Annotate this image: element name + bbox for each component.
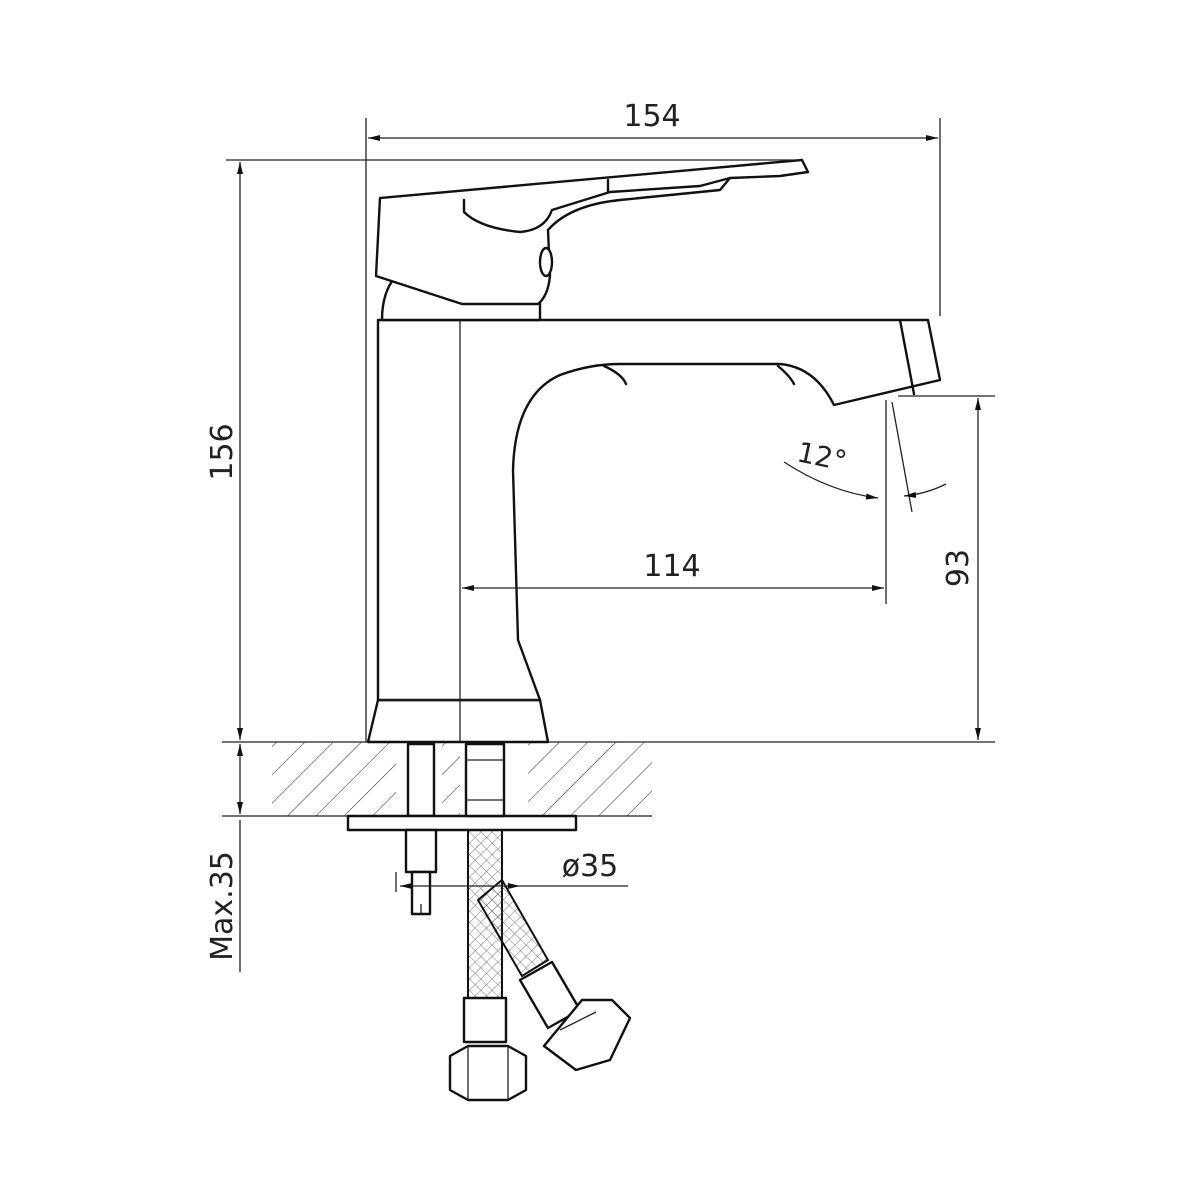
hole-diameter-label: ø35 xyxy=(562,849,619,884)
angled-hose xyxy=(476,878,550,978)
spout-reach-label: 114 xyxy=(643,549,700,584)
mounting-hardware xyxy=(346,742,578,916)
dimension-countertop: Max.35 xyxy=(205,744,243,972)
mounting-nut xyxy=(404,828,438,874)
angled-hose-nut xyxy=(542,998,632,1072)
threaded-stud xyxy=(406,742,436,818)
spout-height-label: 93 xyxy=(941,549,976,587)
spout-tip-line xyxy=(898,318,916,396)
faucet-base xyxy=(366,698,550,744)
overall-width-label: 154 xyxy=(623,99,680,134)
dimension-spout-height: 93 xyxy=(898,395,995,740)
spout-angle-label: 12° xyxy=(794,435,849,478)
lever-handle xyxy=(374,158,810,306)
straight-hose-ferrule xyxy=(462,996,508,1044)
handle-pivot xyxy=(538,246,554,278)
overall-height-label: 156 xyxy=(205,423,240,480)
angle-arc-right xyxy=(903,483,947,498)
spout-inner-edge-2 xyxy=(776,364,796,386)
dimension-spout-angle: 12° xyxy=(783,401,947,513)
faucet-body xyxy=(366,270,942,744)
mounting-plate xyxy=(346,814,578,832)
dimension-spout-reach: 114 xyxy=(462,400,887,604)
dimension-overall-height: 156 xyxy=(205,159,800,740)
handle-lever xyxy=(374,158,810,306)
supply-hoses xyxy=(448,742,632,1102)
countertop xyxy=(222,741,995,817)
straight-hose-nut xyxy=(448,1044,528,1102)
dimension-hole-diameter: ø35 xyxy=(395,849,628,892)
angle-arc-left xyxy=(783,461,879,500)
handle-inner-contour xyxy=(462,176,732,234)
faucet-spout xyxy=(376,318,942,702)
spout-inner-edge xyxy=(602,364,628,386)
hose-connector xyxy=(464,742,506,818)
countertop-thickness-label: Max.35 xyxy=(205,851,240,961)
dimension-overall-width: 154 xyxy=(365,99,941,742)
